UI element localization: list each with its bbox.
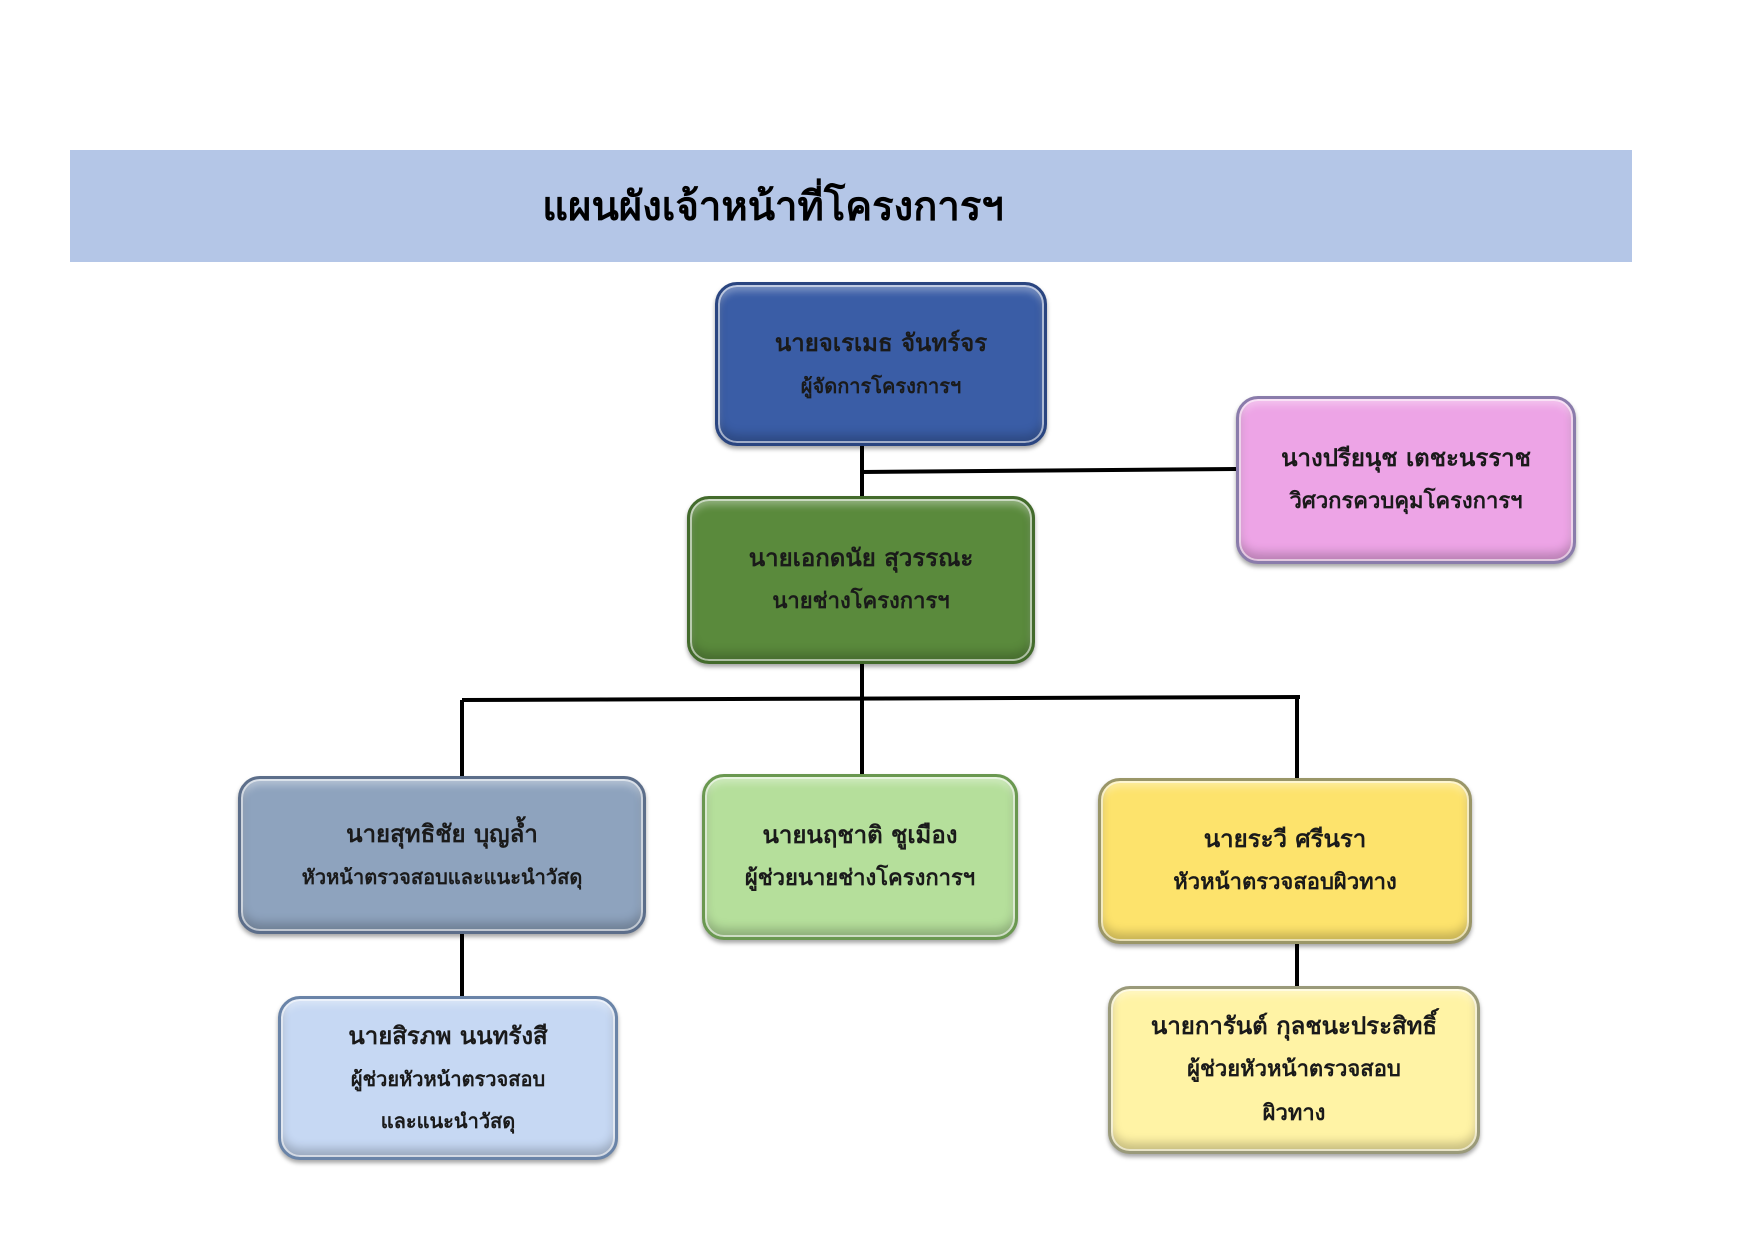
node-role-line1: ผู้ช่วยหัวหน้าตรวจสอบ bbox=[350, 1067, 546, 1091]
node-role: นายช่างโครงการฯ bbox=[772, 589, 950, 614]
node-name: นางปรียนุช เตชะนรราช bbox=[1281, 444, 1531, 472]
node-name: นายสิรภพ นนทรังสี bbox=[348, 1022, 548, 1050]
node-name: นายจเรเมธ จันทร์จร bbox=[774, 329, 988, 357]
node-role-line1: ผู้ช่วยหัวหน้าตรวจสอบ bbox=[1187, 1057, 1401, 1082]
title-banner: แผนผังเจ้าหน้าที่โครงการฯ bbox=[70, 150, 1632, 262]
node-role: ผู้ช่วยนายช่างโครงการฯ bbox=[744, 866, 976, 891]
node-role: หัวหน้าตรวจสอบผิวทาง bbox=[1173, 870, 1397, 895]
connector-to-control-engineer bbox=[861, 467, 1237, 474]
node-role: หัวหน้าตรวจสอบและแนะนำวัสดุ bbox=[301, 865, 583, 889]
node-control-engineer: นางปรียนุช เตชะนรราช วิศวกรควบคุมโครงการ… bbox=[1236, 396, 1576, 564]
node-name: นายระวี ศรีนรา bbox=[1203, 825, 1367, 853]
node-surface-assistant: นายการันต์ กุลชนะประสิทธิ์ ผู้ช่วยหัวหน้… bbox=[1108, 986, 1480, 1154]
node-name: นายการันต์ กุลชนะประสิทธิ์ bbox=[1150, 1012, 1438, 1040]
node-name: นายสุทธิชัย บุญล้ำ bbox=[346, 820, 538, 848]
connector-horizontal-bus bbox=[461, 695, 1301, 702]
node-role-line2: ผิวทาง bbox=[1262, 1101, 1326, 1126]
node-role: ผู้จัดการโครงการฯ bbox=[800, 374, 962, 398]
node-name: นายนฤชาติ ชูเมือง bbox=[762, 821, 958, 849]
node-role-line2: และแนะนำวัสดุ bbox=[380, 1109, 516, 1133]
node-materials-head: นายสุทธิชัย บุญล้ำ หัวหน้าตรวจสอบและแนะน… bbox=[238, 776, 646, 934]
node-materials-assistant: นายสิรภพ นนทรังสี ผู้ช่วยหัวหน้าตรวจสอบ … bbox=[278, 996, 618, 1160]
chart-title: แผนผังเจ้าหน้าที่โครงการฯ bbox=[542, 184, 1004, 230]
node-project-manager: นายจเรเมธ จันทร์จร ผู้จัดการโครงการฯ bbox=[715, 282, 1047, 446]
node-name: นายเอกดนัย สุวรรณะ bbox=[748, 544, 974, 572]
node-assistant-technician: นายนฤชาติ ชูเมือง ผู้ช่วยนายช่างโครงการฯ bbox=[702, 774, 1018, 940]
node-chief-technician: นายเอกดนัย สุวรรณะ นายช่างโครงการฯ bbox=[687, 496, 1035, 664]
node-role: วิศวกรควบคุมโครงการฯ bbox=[1289, 489, 1523, 514]
node-surface-head: นายระวี ศรีนรา หัวหน้าตรวจสอบผิวทาง bbox=[1098, 778, 1472, 944]
